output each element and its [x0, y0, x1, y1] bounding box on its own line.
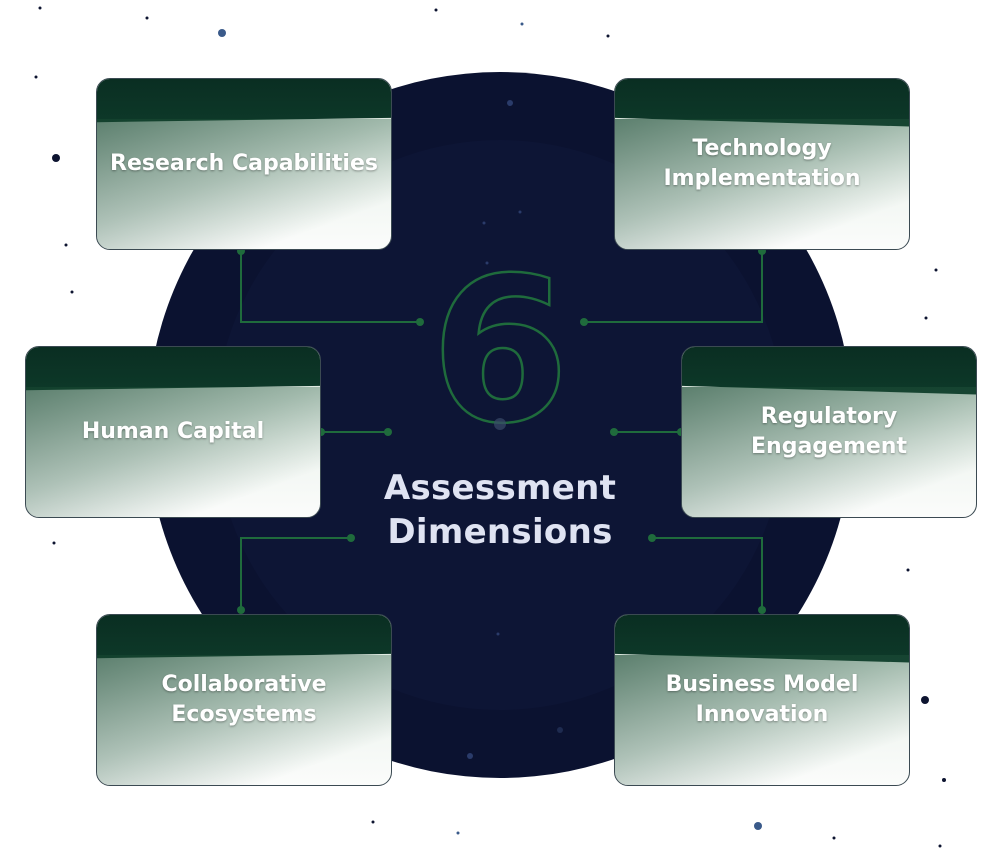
dimension-label: Technology Implementation — [663, 136, 861, 191]
title-line-1: Assessment — [383, 468, 617, 508]
diagram-title: Assessment Dimensions — [340, 466, 660, 554]
dimension-label: Business Model Innovation — [665, 672, 859, 727]
connectors — [240, 251, 763, 610]
dimension-card-research-capabilities: Research Capabilities — [96, 78, 392, 250]
big-number-six: 6 — [430, 235, 569, 468]
center-dot — [494, 418, 506, 430]
dimension-label: Research Capabilities — [110, 151, 378, 176]
title-line-2: Dimensions — [387, 512, 613, 552]
dimension-card-business-model-innovation: Business Model Innovation — [614, 614, 910, 786]
dimension-label: Regulatory Engagement — [751, 404, 907, 459]
dimension-card-technology-implementation: Technology Implementation — [614, 78, 910, 250]
dimension-card-human-capital: Human Capital — [25, 346, 321, 518]
dimension-label: Human Capital — [81, 419, 265, 444]
dimension-card-regulatory-engagement: Regulatory Engagement — [681, 346, 977, 518]
dimension-card-collaborative-ecosystems: Collaborative Ecosystems — [96, 614, 392, 786]
dimension-label: Collaborative Ecosystems — [161, 672, 327, 727]
